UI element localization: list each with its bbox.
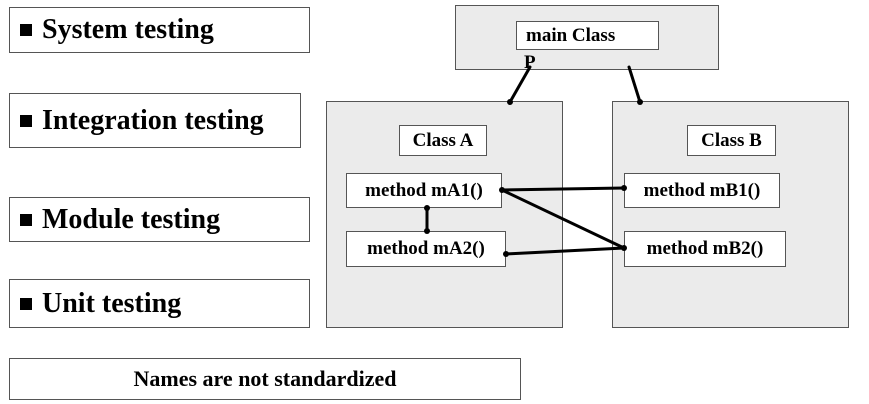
testing-level-unit: Unit testing	[9, 279, 310, 328]
note-box: Names are not standardized	[9, 358, 521, 400]
testing-level-label: Integration testing	[42, 104, 264, 136]
testing-level-integration: Integration testing	[9, 93, 301, 148]
method-ma2: method mA2()	[346, 231, 506, 267]
main-class-sub-label: P	[524, 52, 536, 73]
connector-ma1-to-mb2	[500, 188, 626, 250]
testing-level-system: System testing	[9, 7, 310, 53]
bullet-icon	[20, 114, 32, 127]
connector-dot	[637, 99, 643, 105]
testing-level-module: Module testing	[9, 197, 310, 242]
connector-main-to-class-a	[508, 65, 532, 104]
connector-dot	[499, 187, 505, 193]
note-text: Names are not standardized	[133, 366, 397, 391]
connector-dot	[621, 245, 627, 251]
connector-ma2-to-mb2	[504, 246, 626, 256]
method-mb2: method mB2()	[624, 231, 786, 267]
connector-dot	[424, 228, 430, 234]
method-mb1: method mB1()	[624, 173, 780, 208]
method-ma1: method mA1()	[346, 173, 502, 208]
bullet-icon	[20, 24, 32, 36]
connector-dot	[621, 185, 627, 191]
bullet-icon	[20, 213, 32, 226]
testing-level-label: System testing	[42, 14, 214, 45]
class-b-label: Class B	[687, 125, 776, 156]
main-class-label: main Class	[516, 21, 659, 50]
connector-dot	[424, 205, 430, 211]
class-a-label: Class A	[399, 125, 487, 156]
bullet-icon	[20, 297, 32, 310]
connector-main-to-class-b	[627, 65, 642, 104]
connector-dot	[507, 99, 513, 105]
testing-level-label: Module testing	[42, 203, 221, 235]
connector-dot	[503, 251, 509, 257]
connector-ma1-to-mb1	[500, 186, 626, 192]
testing-level-label: Unit testing	[42, 287, 182, 319]
